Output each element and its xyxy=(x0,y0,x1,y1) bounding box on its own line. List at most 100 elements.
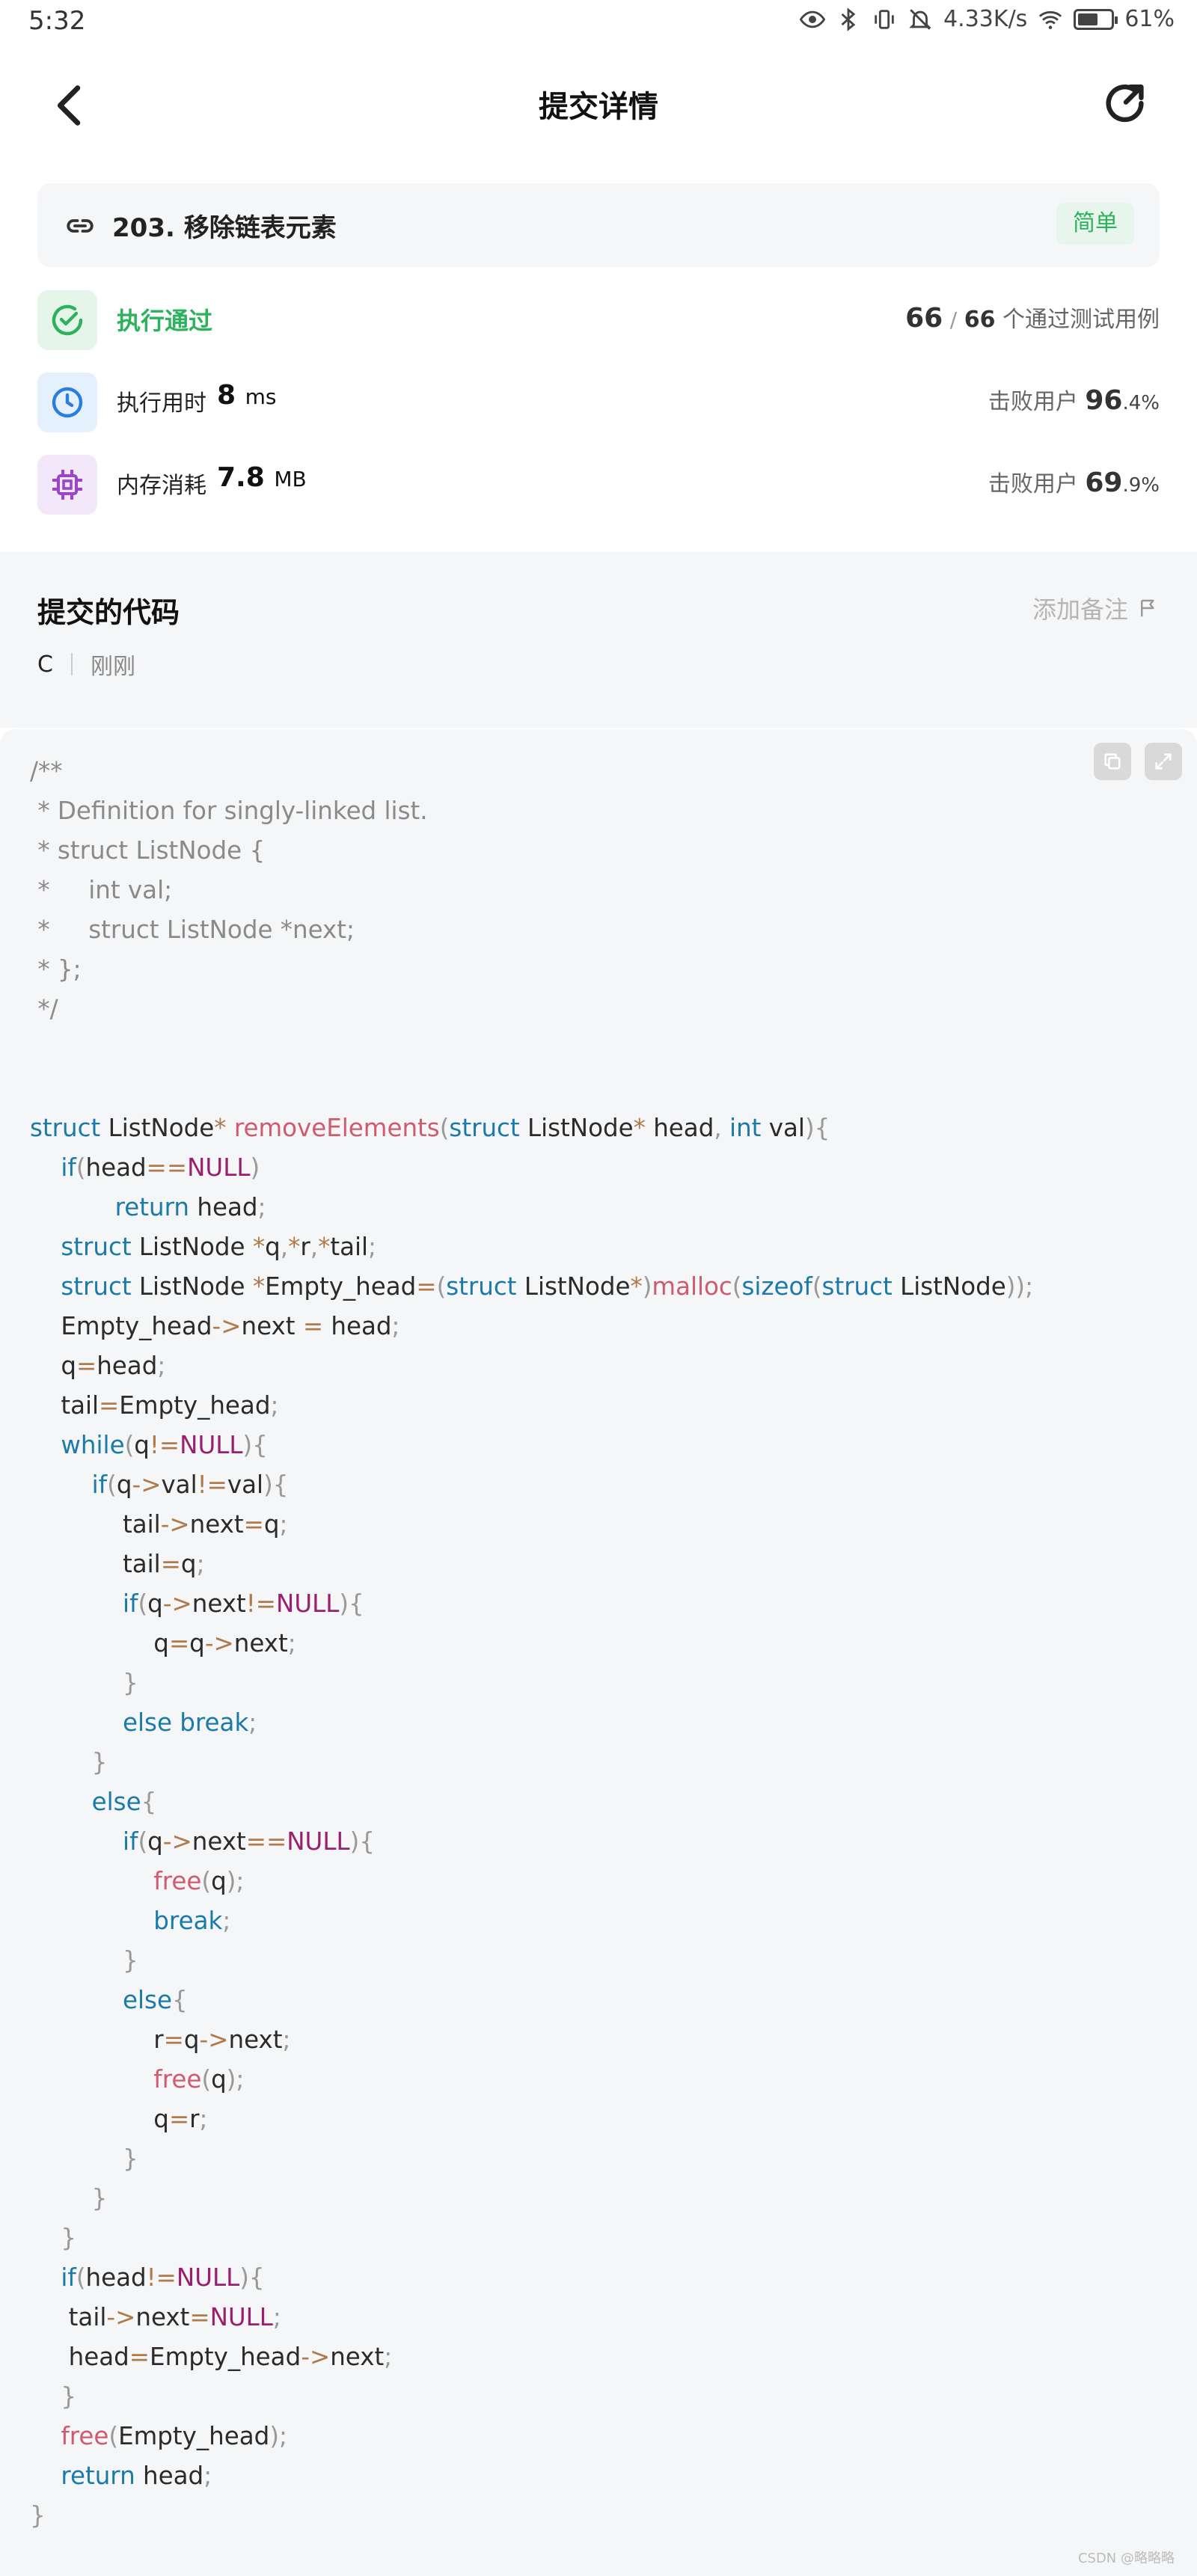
code-line: tail=Empty_head; xyxy=(30,1391,279,1420)
runtime-number: 8 xyxy=(217,380,236,411)
problem-title: 203. 移除链表元素 xyxy=(112,213,337,243)
mute-bell-icon xyxy=(909,8,931,30)
code-language: C xyxy=(37,651,53,678)
expand-icon xyxy=(1155,753,1172,770)
code-line: head=Empty_head->next; xyxy=(30,2343,393,2371)
code-line: free(q); xyxy=(153,1867,245,1895)
code-line: */ xyxy=(30,995,58,1023)
code-line: } xyxy=(91,2184,108,2212)
code-line: q=r; xyxy=(30,2105,208,2133)
copy-button[interactable] xyxy=(1094,743,1131,780)
add-note-button[interactable]: 添加备注 xyxy=(1032,591,1160,625)
code-line: * struct ListNode { xyxy=(30,836,266,865)
runtime-label: 执行用时 xyxy=(117,390,206,417)
code-line: r=q->next; xyxy=(30,2025,291,2054)
code-line: } xyxy=(122,1946,138,1975)
runtime-icon-box xyxy=(37,372,97,432)
code-line: tail=q; xyxy=(30,1550,205,1578)
code-line: else{ xyxy=(122,1986,188,2014)
code-line: tail->next=NULL; xyxy=(30,2303,281,2331)
code-line: if(q->next!=NULL){ xyxy=(122,1589,364,1618)
code-line: } xyxy=(30,2501,46,2530)
difficulty-badge: 简单 xyxy=(1056,203,1134,245)
runtime-value: 8 ms xyxy=(217,380,276,411)
code-line: q=head; xyxy=(30,1352,166,1380)
code-line: break; xyxy=(153,1907,231,1935)
code-line: return head; xyxy=(114,1193,266,1221)
code-line: free(Empty_head); xyxy=(61,2422,287,2450)
code-line: tail->next=q; xyxy=(30,1510,288,1539)
code-line: * Definition for singly-linked list. xyxy=(30,797,428,825)
status-row: 执行通过 66 / 66 个通过测试用例 xyxy=(37,287,1160,350)
code-block: /** * Definition for singly-linked list.… xyxy=(0,729,1197,2576)
link-icon xyxy=(67,219,94,233)
status-icons: 4.33K/s 61% xyxy=(800,6,1175,32)
fullscreen-button[interactable] xyxy=(1145,743,1182,780)
memory-beat: 击败用户 69.9% xyxy=(988,465,1160,498)
code-line: struct ListNode* removeElements(struct L… xyxy=(30,1114,830,1142)
runtime-beat-int: 96 xyxy=(1085,385,1123,416)
cases-text: 个通过测试用例 xyxy=(1002,307,1160,333)
status-time: 5:32 xyxy=(28,6,86,36)
vibrate-icon xyxy=(875,9,894,29)
test-cases-summary: 66 / 66 个通过测试用例 xyxy=(905,301,1160,334)
code-line: * }; xyxy=(30,955,82,984)
runtime-beat: 击败用户 96.4% xyxy=(988,383,1160,416)
code-line: Empty_head->next = head; xyxy=(30,1312,400,1340)
cases-slash: / xyxy=(949,307,958,332)
status-bar: 5:32 4.33K/s 61% xyxy=(0,0,1197,46)
memory-value: 7.8 MB xyxy=(217,462,307,493)
share-icon[interactable] xyxy=(1100,79,1152,132)
meta-divider xyxy=(70,653,73,675)
code-line: q=q->next; xyxy=(30,1629,296,1657)
code-line: } xyxy=(122,1669,138,1697)
battery-percent: 61% xyxy=(1124,6,1175,32)
code-meta: C 刚刚 xyxy=(37,648,135,681)
code-line: if(head!=NULL){ xyxy=(61,2263,265,2292)
code-line: * struct ListNode *next; xyxy=(30,916,355,944)
clock-icon xyxy=(52,387,83,418)
total-count: 66 xyxy=(964,307,996,333)
net-speed: 4.33K/s xyxy=(943,6,1028,32)
code-line: ​ xyxy=(30,1029,1033,1069)
code-line: free(q); xyxy=(153,2065,245,2094)
bluetooth-icon xyxy=(841,7,856,31)
flag-icon xyxy=(1141,599,1154,617)
code-line: ​ xyxy=(30,1069,1033,1108)
code-line: /** xyxy=(30,757,63,785)
code-line: } xyxy=(61,2224,77,2252)
submit-time: 刚刚 xyxy=(90,654,135,680)
memory-number: 7.8 xyxy=(217,462,265,493)
runtime-row: 执行用时 8 ms 击败用户 96.4% xyxy=(37,369,1160,432)
code-line: struct ListNode *Empty_head=(struct List… xyxy=(61,1272,1034,1301)
check-circle-icon xyxy=(52,304,83,336)
status-text: 执行通过 xyxy=(117,307,213,335)
memory-row: 内存消耗 7.8 MB 击败用户 69.9% xyxy=(37,452,1160,515)
chip-icon xyxy=(52,470,82,500)
code-line: else{ xyxy=(91,1788,157,1816)
runtime-unit: ms xyxy=(245,384,277,409)
memory-icon-box xyxy=(37,455,97,515)
code-text: /** * Definition for singly-linked list.… xyxy=(30,752,1033,2536)
code-line: struct ListNode *q,*r,*tail; xyxy=(61,1233,376,1261)
memory-label: 内存消耗 xyxy=(117,473,206,499)
copy-icon xyxy=(1104,753,1121,770)
runtime-beat-label: 击败用户 xyxy=(988,389,1078,415)
code-line: if(q->next==NULL){ xyxy=(122,1827,375,1856)
code-line: * int val; xyxy=(30,876,173,904)
code-line: } xyxy=(91,1748,108,1776)
memory-unit: MB xyxy=(274,467,307,491)
code-line: return head; xyxy=(61,2462,212,2490)
eye-icon xyxy=(800,10,826,28)
watermark: CSDN @略略略 xyxy=(1077,2551,1175,2566)
code-section-title: 提交的代码 xyxy=(37,596,180,629)
memory-beat-label: 击败用户 xyxy=(988,471,1078,497)
wifi-icon xyxy=(1039,10,1062,29)
problem-link-card[interactable]: 203. 移除链表元素 简单 xyxy=(37,183,1160,267)
memory-beat-dec: .9% xyxy=(1122,474,1160,497)
runtime-beat-dec: .4% xyxy=(1122,392,1160,414)
nav-bar: 提交详情 xyxy=(0,60,1197,150)
back-arrow-icon[interactable] xyxy=(45,79,97,132)
passed-count: 66 xyxy=(905,303,943,334)
code-line: } xyxy=(61,2382,77,2411)
